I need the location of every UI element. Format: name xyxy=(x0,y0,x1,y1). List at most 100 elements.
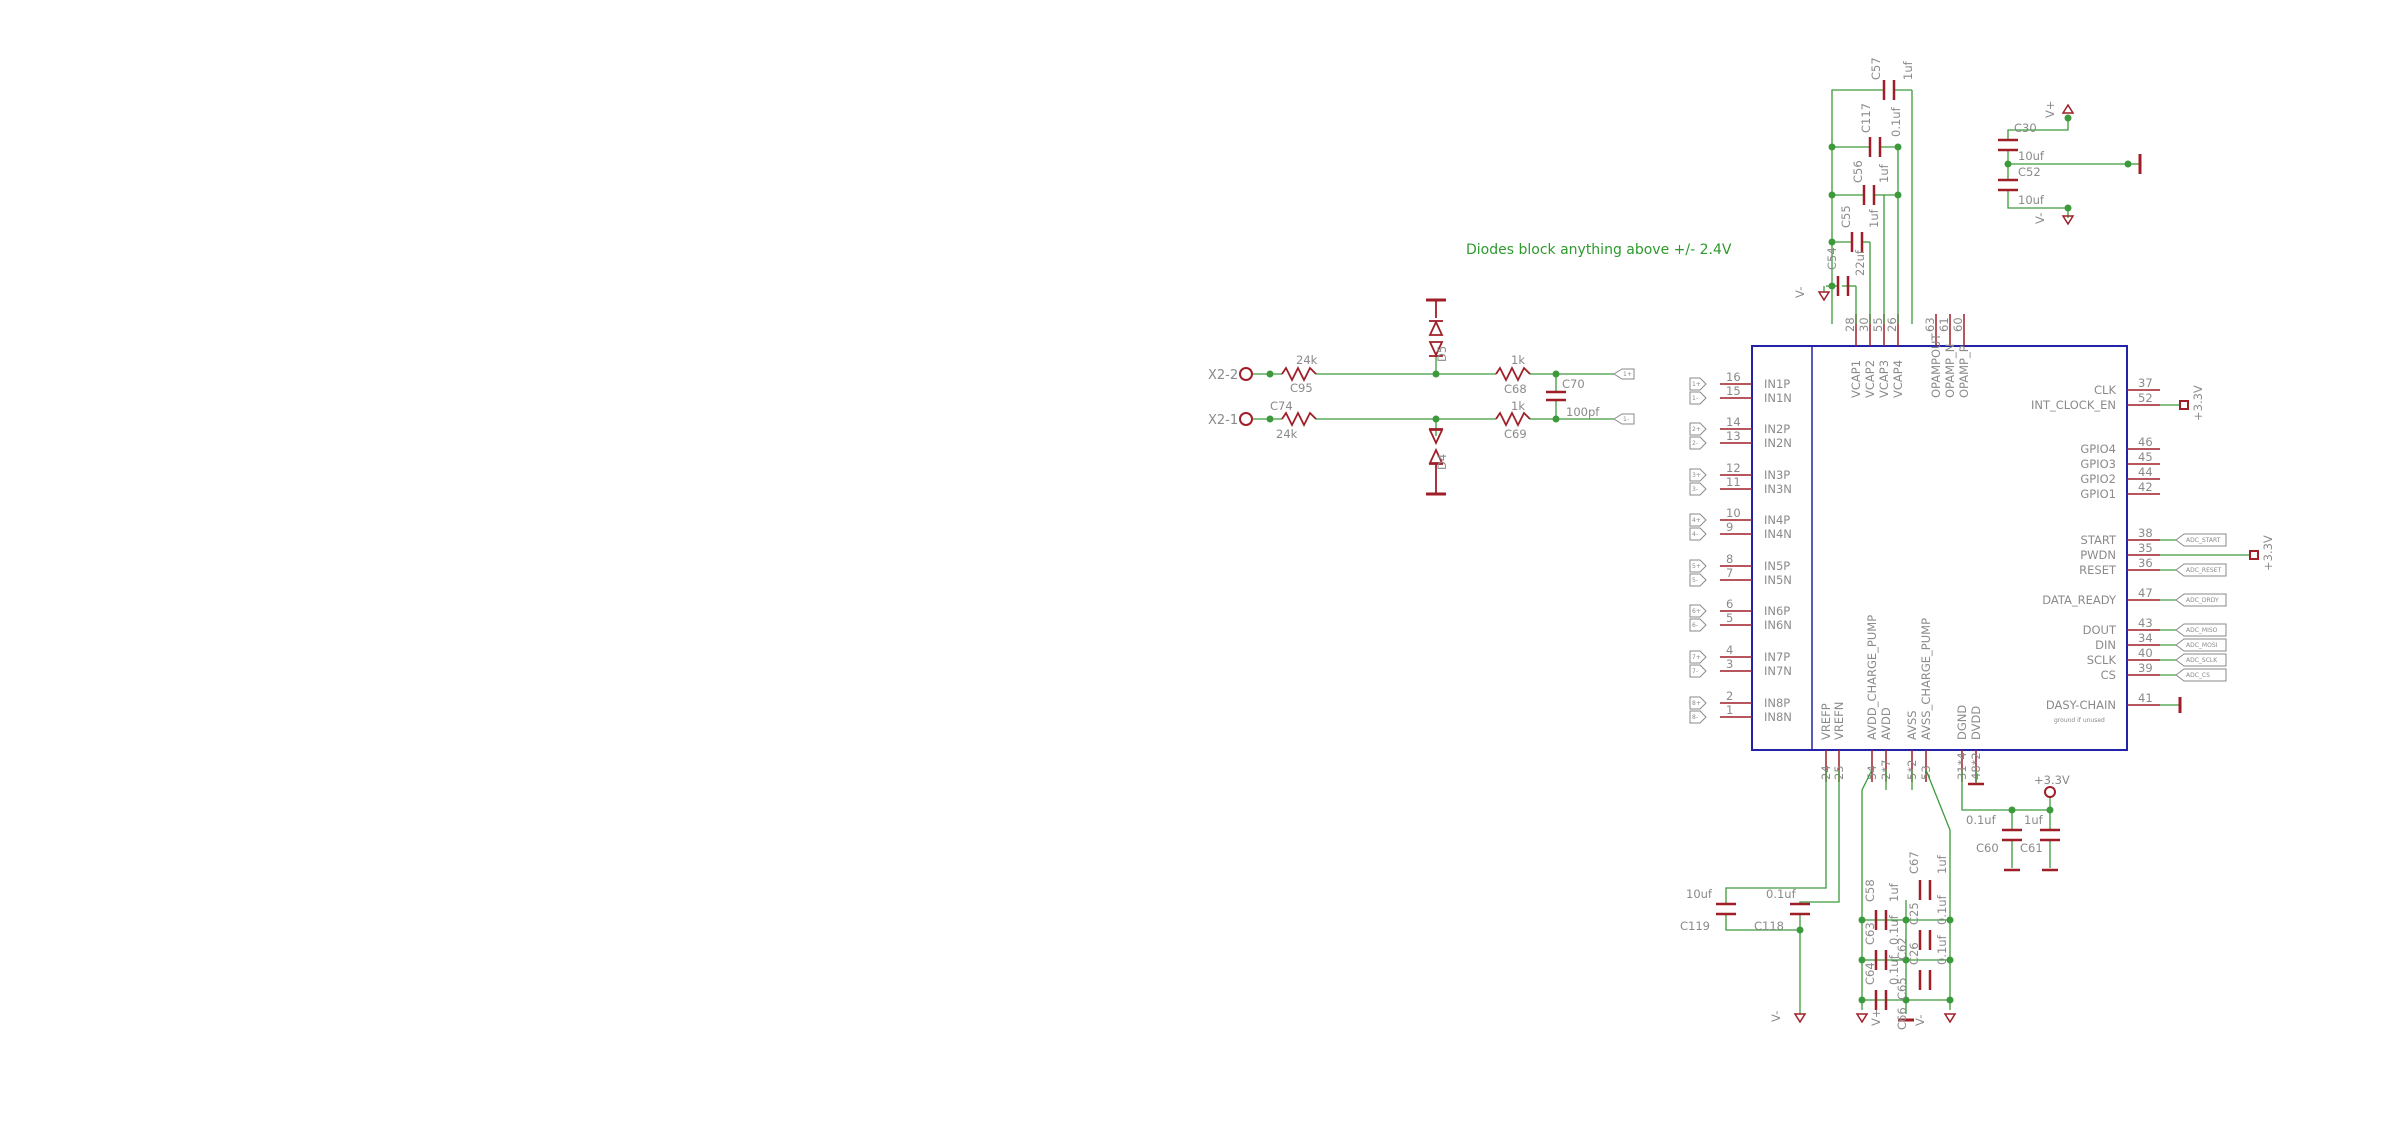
pin-number: 12 xyxy=(1726,461,1741,475)
pin-number: 43 xyxy=(2138,616,2153,630)
d5-label: D5 xyxy=(1435,346,1449,362)
input-port-label: 3- xyxy=(1692,486,1698,493)
pin-name: DGND xyxy=(1955,705,1969,740)
input-port-label: 7+ xyxy=(1692,654,1701,661)
pin-name: OPAMP_N xyxy=(1943,344,1957,398)
adc-chip xyxy=(1751,345,2128,751)
input-port-tag: 6- xyxy=(1689,618,1707,632)
input-port-tag: 5- xyxy=(1689,573,1707,587)
signal-tag: ADC_MOSI xyxy=(2160,638,2227,652)
pin-name: IN5N xyxy=(1764,573,1792,587)
pin-name: AVDD xyxy=(1879,707,1893,740)
pin-name: IN7P xyxy=(1764,650,1790,664)
c61-name: C61 xyxy=(2020,841,2043,855)
c67-value: 1uf xyxy=(1935,854,1949,874)
pin-number: 44 xyxy=(2138,465,2153,479)
c25-name: C25 xyxy=(1907,902,1921,925)
c119-name: C119 xyxy=(1680,919,1710,933)
bulk-capacitors: V+ V- C30 10uf C52 10uf xyxy=(1998,100,2142,226)
resistor-c69 xyxy=(1495,410,1531,428)
c26-name: C26 xyxy=(1907,942,1921,965)
c57-value: 1uf xyxy=(1901,60,1915,80)
c30-name: C30 xyxy=(2014,121,2037,135)
pin-name: DOUT xyxy=(2083,623,2117,637)
pin-name: AVDD_CHARGE_PUMP xyxy=(1865,615,1879,740)
c58-name: C58 xyxy=(1863,879,1877,902)
pin-name: GPIO2 xyxy=(2080,472,2116,486)
pin-number: 41 xyxy=(2138,691,2153,705)
x2-1-label: X2-1 xyxy=(1208,413,1238,428)
pin-name: DATA_READY xyxy=(2042,593,2117,607)
input-port-tag: 4+ xyxy=(1689,513,1707,527)
pin-name: RESET xyxy=(2079,563,2117,577)
resistor-c68 xyxy=(1495,365,1531,383)
pin-number: 42 xyxy=(2138,480,2153,494)
pin-number: 3 xyxy=(1726,657,1733,671)
signal-tag-label: ADC_START xyxy=(2186,537,2221,544)
c63-value: 0.1uf xyxy=(1887,914,1901,945)
pin-number: 4 xyxy=(1726,643,1733,657)
vminus-avdd: V- xyxy=(1913,1015,1927,1026)
signal-tag-label: ADC_RESET xyxy=(2186,567,2221,574)
input-port-tag: 7- xyxy=(1689,664,1707,678)
signal-tag-label: ADC_SCLK xyxy=(2186,657,2218,664)
pin-name: IN4N xyxy=(1764,527,1792,541)
pin-name: IN2N xyxy=(1764,436,1792,450)
input-port-label: 6- xyxy=(1692,622,1698,629)
d4-label: D4 xyxy=(1435,454,1449,470)
pin-number: 2 xyxy=(1726,689,1733,703)
pin-name: INT_CLOCK_EN xyxy=(2031,398,2116,412)
c56-name: C56 xyxy=(1851,160,1865,183)
pin-name: IN8N xyxy=(1764,710,1792,724)
c65-name: C65 xyxy=(1895,977,1909,1000)
chip-top-pins: 28VCAP130VCAP255VCAP326VCAP463OPAMPOUT61… xyxy=(1843,314,1971,398)
c67-name: C67 xyxy=(1907,851,1921,874)
pin-number: 15 xyxy=(1726,384,1741,398)
pin-number: 13 xyxy=(1726,429,1741,443)
tag-1minus: 1- xyxy=(1623,416,1629,423)
chip-right-pins: 37CLK52INT_CLOCK_EN46GPIO445GPIO344GPIO2… xyxy=(2031,376,2275,713)
pin-number: 10 xyxy=(1726,506,1741,520)
pin-number: 2*7 xyxy=(1879,760,1893,780)
pin-name: IN5P xyxy=(1764,559,1790,573)
vminus-vcap: V- xyxy=(1793,287,1807,298)
pin-number: 52 xyxy=(2138,391,2153,405)
pin-number: 31*4 xyxy=(1955,752,1969,780)
c55-name: C55 xyxy=(1839,205,1853,228)
input-port-tag: 4- xyxy=(1689,527,1707,541)
c118-value: 0.1uf xyxy=(1766,887,1797,901)
signal-tag-label: ADC_CS xyxy=(2186,672,2210,679)
pin-number: 39 xyxy=(2138,661,2153,675)
c66-name: C66 xyxy=(1895,1007,1909,1030)
vcap-capacitors: V- C57 1uf C117 0.1uf C56 1uf C55 1uf C5… xyxy=(1793,57,1915,324)
pin-number: 60 xyxy=(1951,317,1965,332)
input-port-label: 7- xyxy=(1692,668,1698,675)
pin-name: DVDD xyxy=(1969,706,1983,740)
capacitor-c70 xyxy=(1546,390,1566,402)
pin-name: VCAP4 xyxy=(1891,360,1905,398)
pin-number: 8 xyxy=(1726,552,1733,566)
pin-number: 36 xyxy=(2138,556,2153,570)
pin-number: 1 xyxy=(1726,703,1733,717)
c62-name: C62 xyxy=(1895,937,1909,960)
pin-name: CS xyxy=(2101,668,2116,682)
pin-number: 7 xyxy=(1726,566,1733,580)
pin-number: 5*2 xyxy=(1905,760,1919,780)
input-port-label: 6+ xyxy=(1692,608,1701,615)
c64-value: 0.1uf xyxy=(1887,954,1901,985)
input-port-tag: 2- xyxy=(1689,436,1707,450)
signal-tag: ADC_RESET xyxy=(2160,563,2227,577)
input-port-label: 2+ xyxy=(1692,426,1701,433)
pin-name: VCAP2 xyxy=(1863,360,1877,398)
input-port-label: 1- xyxy=(1692,395,1698,402)
c52-value: 10uf xyxy=(2018,193,2045,207)
vref-capacitors: V- 10uf C119 0.1uf C118 xyxy=(1680,770,1840,1024)
pin-name: IN4P xyxy=(1764,513,1790,527)
pin-number: 37 xyxy=(2138,376,2153,390)
input-port-label: 5+ xyxy=(1692,563,1701,570)
input-port-label: 2- xyxy=(1692,440,1698,447)
dvdd-capacitors: +3.3V 0.1uf C60 1uf C61 xyxy=(1961,770,2070,872)
pin-number: 14 xyxy=(1726,415,1741,429)
vplus-avdd: V+ xyxy=(1869,1008,1883,1026)
